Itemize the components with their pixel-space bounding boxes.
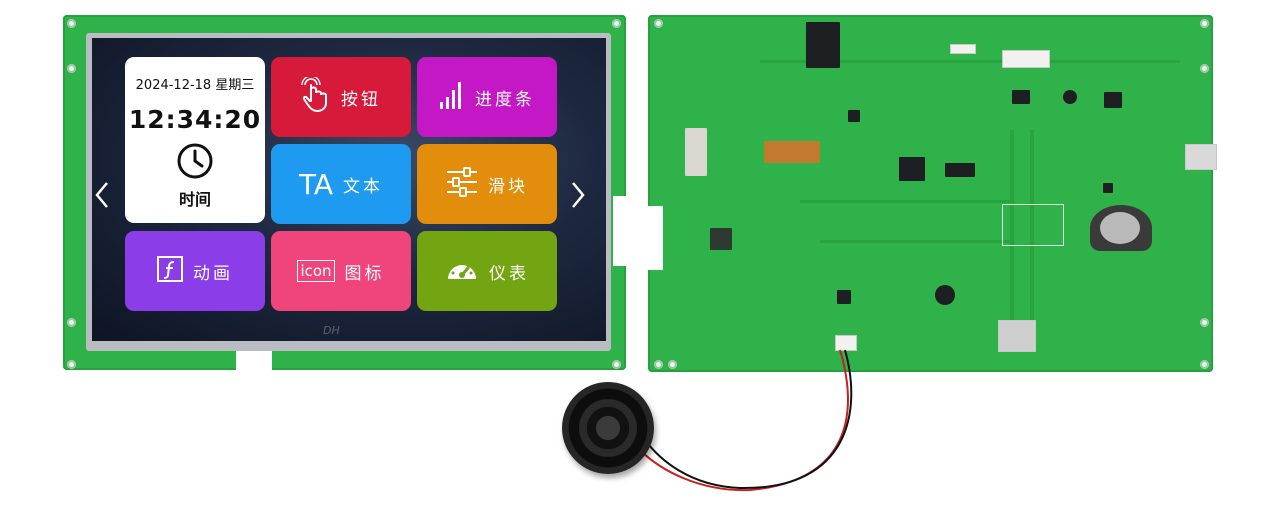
mount-hole [668,360,677,369]
tile-label: 滑块 [488,176,528,197]
inductor [1063,90,1077,104]
chip [1103,183,1113,193]
mount-hole [612,360,621,369]
board-notch [645,206,663,270]
mount-hole [1200,19,1209,28]
tile-label: 图标 [344,263,385,284]
silkscreen-box [1002,204,1064,246]
pcb-trace [800,200,1010,203]
back-pcb-board [648,15,1213,372]
touch-hand-icon [301,74,331,118]
speaker-wires [639,349,853,492]
chevron-right-icon[interactable] [568,180,588,210]
clock-label: 时间 [178,190,211,209]
tile-label: 仪表 [489,263,529,284]
chip [837,290,851,304]
sd-card-slot [998,320,1036,352]
tile-label: 文本 [343,176,384,197]
mount-hole [654,19,663,28]
slider-icon [446,166,478,202]
animation-icon [157,255,183,287]
mount-hole [67,19,76,28]
clock-date: 2024-12-18 星期三 [135,78,255,93]
board-notch [613,196,629,266]
ribbon-connector [764,141,820,163]
tile-label: 进度条 [475,89,535,110]
speaker [562,382,654,474]
component [685,128,707,176]
buzzer [935,285,955,305]
mount-hole [612,19,621,28]
time-widget[interactable]: 2024-12-18 星期三 12:34:20 时间 [125,57,265,223]
connector [950,44,976,54]
chip [848,110,860,122]
mcu-chip [899,157,925,181]
mount-hole [1200,360,1209,369]
tile-text[interactable]: TA 文本 [271,144,411,224]
chevron-left-icon[interactable] [92,180,112,210]
text-icon: TA [299,168,333,201]
clock-icon [125,142,265,184]
mount-hole [1200,318,1209,327]
tile-slider[interactable]: 滑块 [417,144,557,224]
progress-bars-icon [439,80,465,115]
chip [1012,90,1030,104]
tile-animation[interactable]: 动画 [125,231,265,311]
pcb-trace [1030,130,1034,330]
mount-hole [1200,64,1209,73]
icon-badge-icon: icon [297,260,335,282]
text-icon-glyph: TA [298,167,334,201]
usb-port [1185,144,1217,170]
tile-label: 动画 [193,263,233,284]
icon-badge-text: icon [300,262,332,280]
mount-hole [67,360,76,369]
mount-hole [67,318,76,327]
mount-hole [654,360,663,369]
clock-time: 12:34:20 [128,105,262,134]
gauge-icon [445,255,479,288]
chip [945,163,975,177]
chip [710,228,732,250]
pcb-trace [820,240,1010,243]
mount-hole [67,64,76,73]
pcb-trace [760,60,1180,63]
chip [1104,92,1122,108]
tile-label: 按钮 [341,89,381,110]
wifi-module [806,22,840,68]
tile-progress-bar[interactable]: 进度条 [417,57,557,137]
connector [1002,50,1050,68]
tile-icon[interactable]: icon 图标 [271,231,411,311]
brand-mark: DH [323,324,340,337]
tile-button[interactable]: 按钮 [271,57,411,137]
tile-gauge[interactable]: 仪表 [417,231,557,311]
pcb-trace [1010,130,1014,330]
coin-cell [1100,212,1140,244]
